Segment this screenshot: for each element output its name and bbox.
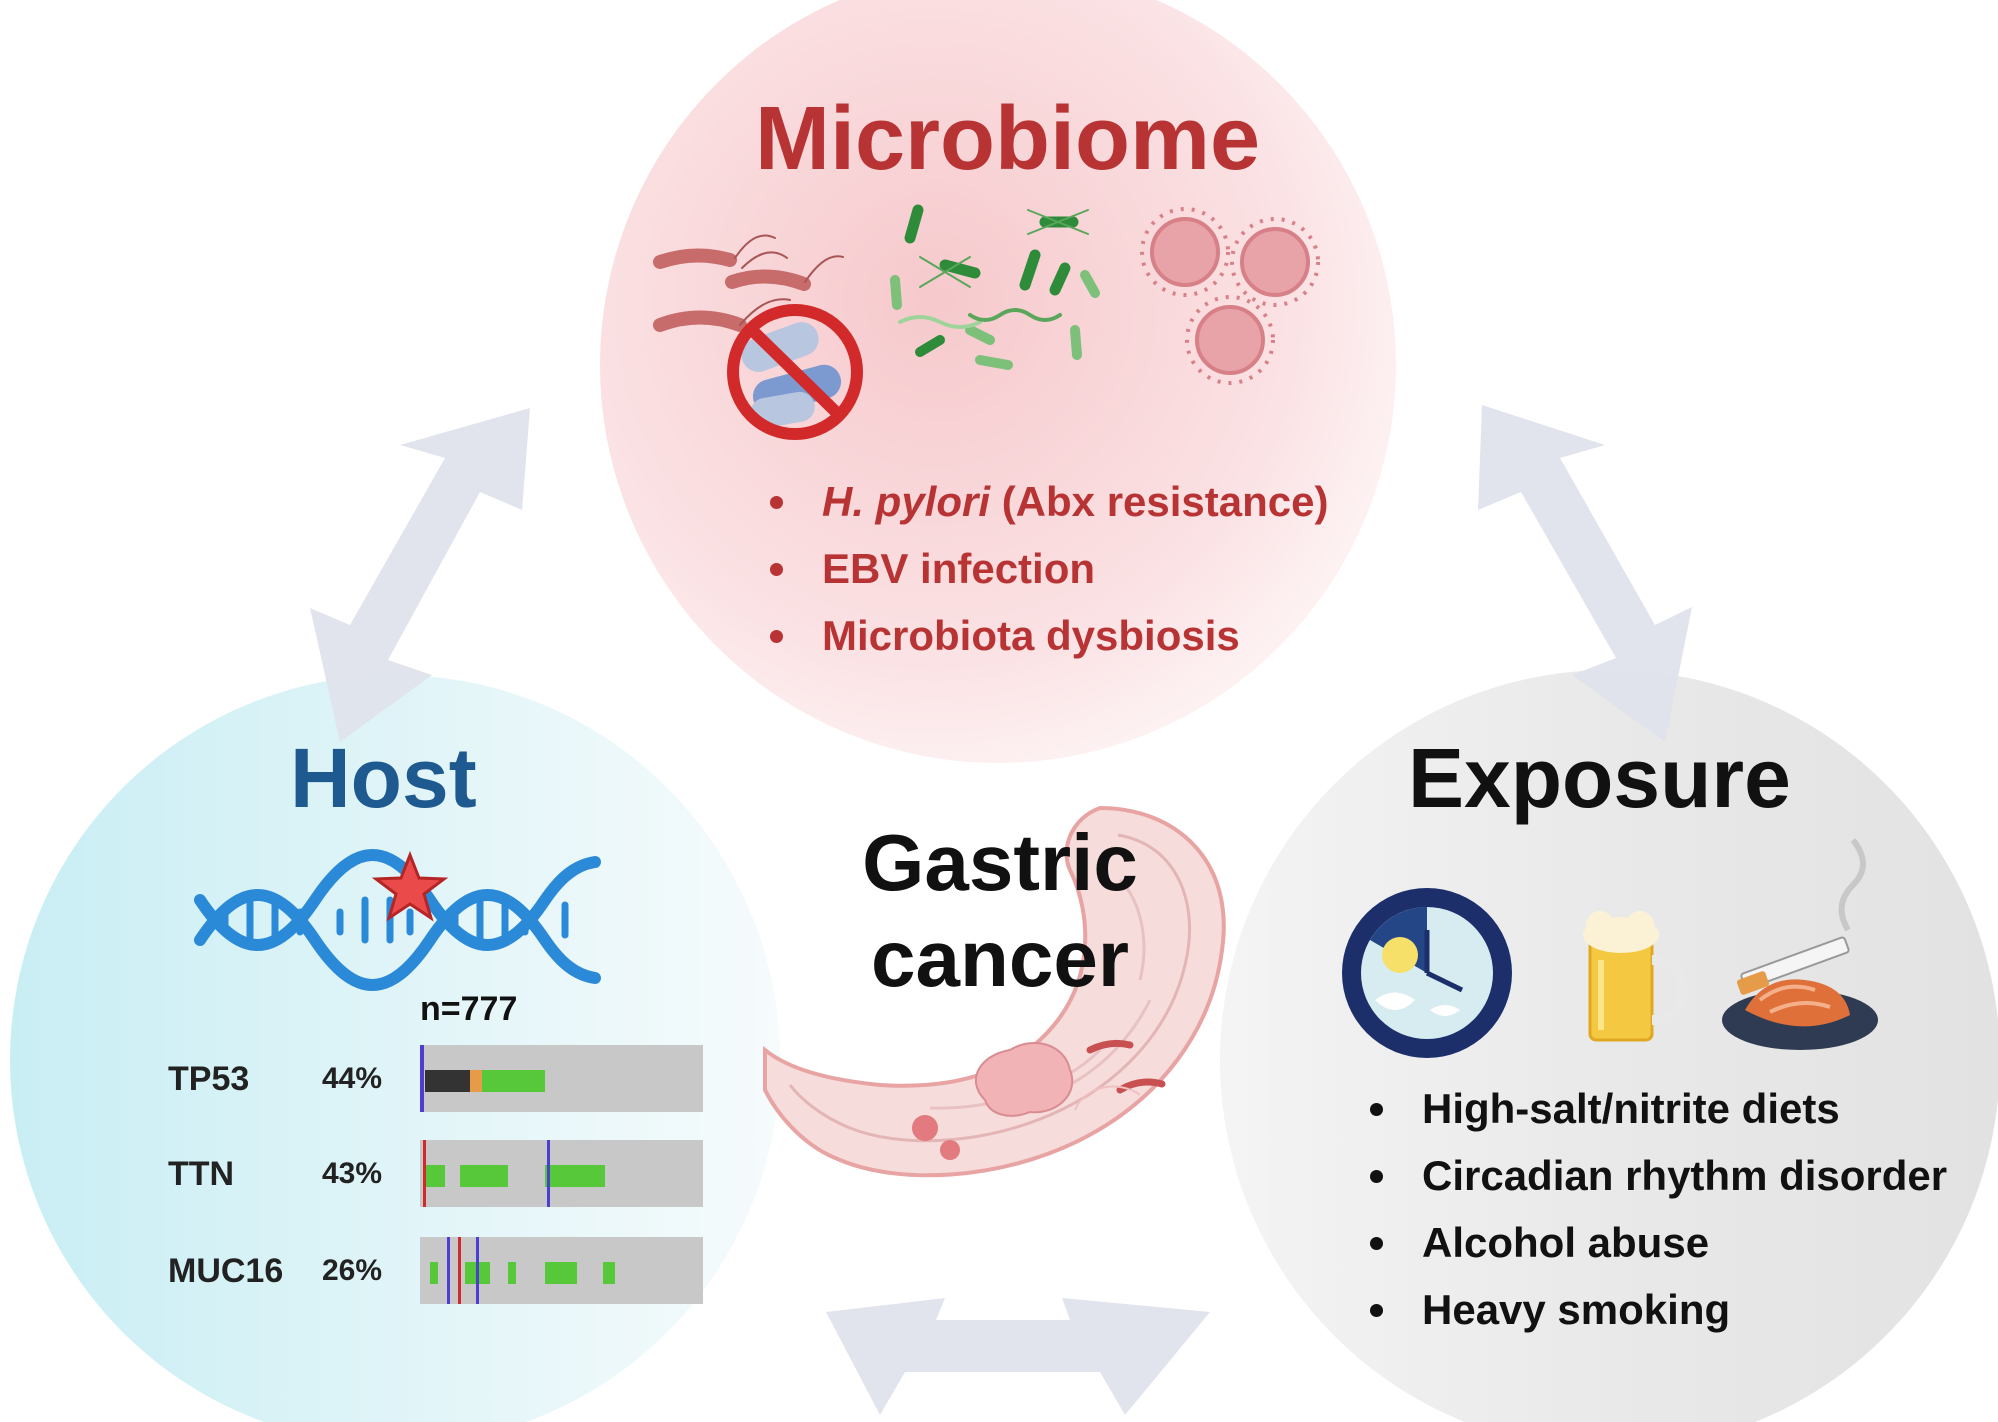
center-title-line: cancer: [871, 914, 1129, 1003]
microbiome-list: H. pylori (Abx resistance) EBV infection…: [770, 468, 1329, 669]
exposure-item: High-salt/nitrite diets: [1370, 1075, 1947, 1142]
bullet-icon: [1370, 1303, 1383, 1317]
host-title: Host: [290, 731, 477, 825]
microbiome-circle: [600, 0, 1396, 763]
microbiome-title: Microbiome: [755, 89, 1261, 189]
bullet-icon: [770, 562, 783, 576]
bullet-icon: [1370, 1236, 1383, 1250]
exposure-item: Heavy smoking: [1370, 1276, 1947, 1343]
bullet-icon: [1370, 1102, 1383, 1116]
microbiome-item-italic: H. pylori: [822, 478, 991, 525]
gene-name: TP53: [168, 1060, 250, 1098]
bullet-icon: [770, 629, 783, 643]
microbiome-item-text: EBV infection: [822, 545, 1096, 592]
gene-percent: 26%: [322, 1254, 383, 1287]
center-title-line: Gastric: [862, 818, 1138, 907]
antibiotic-prohibited-icon: [727, 304, 863, 440]
microbiome-item: EBV infection: [770, 535, 1329, 602]
beer-mug-icon: [1583, 911, 1688, 1042]
microbiome-item-text: (Abx resistance): [990, 478, 1329, 525]
gene-name: MUC16: [168, 1252, 284, 1290]
exposure-list: High-salt/nitrite diets Circadian rhythm…: [1370, 1075, 1947, 1343]
cigarette-icon: [1737, 838, 1866, 995]
microbiome-item-text: Microbiota dysbiosis: [822, 612, 1240, 659]
microbiome-item: H. pylori (Abx resistance): [770, 468, 1329, 535]
bullet-icon: [770, 495, 783, 509]
exposure-circle: [1220, 670, 1998, 1422]
microbiota-icon: [890, 204, 1100, 370]
exposure-item: Alcohol abuse: [1370, 1209, 1947, 1276]
microbiome-exposure-arrow: [1478, 405, 1692, 742]
oncoplot-tracks: [420, 1045, 703, 1304]
host-exposure-arrow: [826, 1298, 1210, 1415]
gene-percent: 43%: [322, 1157, 383, 1190]
center-title: Gastric cancer: [820, 815, 1180, 1007]
bullet-icon: [1370, 1169, 1383, 1183]
gene-percent: 44%: [322, 1062, 383, 1095]
mutation-star-icon: [371, 850, 449, 922]
microbiome-item: Microbiota dysbiosis: [770, 602, 1329, 669]
gene-name: TTN: [168, 1155, 235, 1193]
sample-count: n=777: [420, 990, 518, 1028]
h-pylori-bacteria-icon: [653, 234, 844, 332]
exposure-item: Circadian rhythm disorder: [1370, 1142, 1947, 1209]
host-microbiome-arrow: [310, 408, 530, 742]
virus-icon: [1140, 207, 1320, 385]
exposure-item-text: Alcohol abuse: [1422, 1219, 1710, 1266]
stomach-icon: [763, 805, 1226, 1178]
exposure-item-text: Circadian rhythm disorder: [1422, 1152, 1948, 1199]
kimchi-dish-icon: [1722, 979, 1878, 1050]
exposure-title: Exposure: [1408, 731, 1791, 825]
circadian-clock-icon: [1342, 888, 1512, 1058]
exposure-item-text: Heavy smoking: [1422, 1286, 1731, 1333]
exposure-item-text: High-salt/nitrite diets: [1422, 1085, 1840, 1132]
